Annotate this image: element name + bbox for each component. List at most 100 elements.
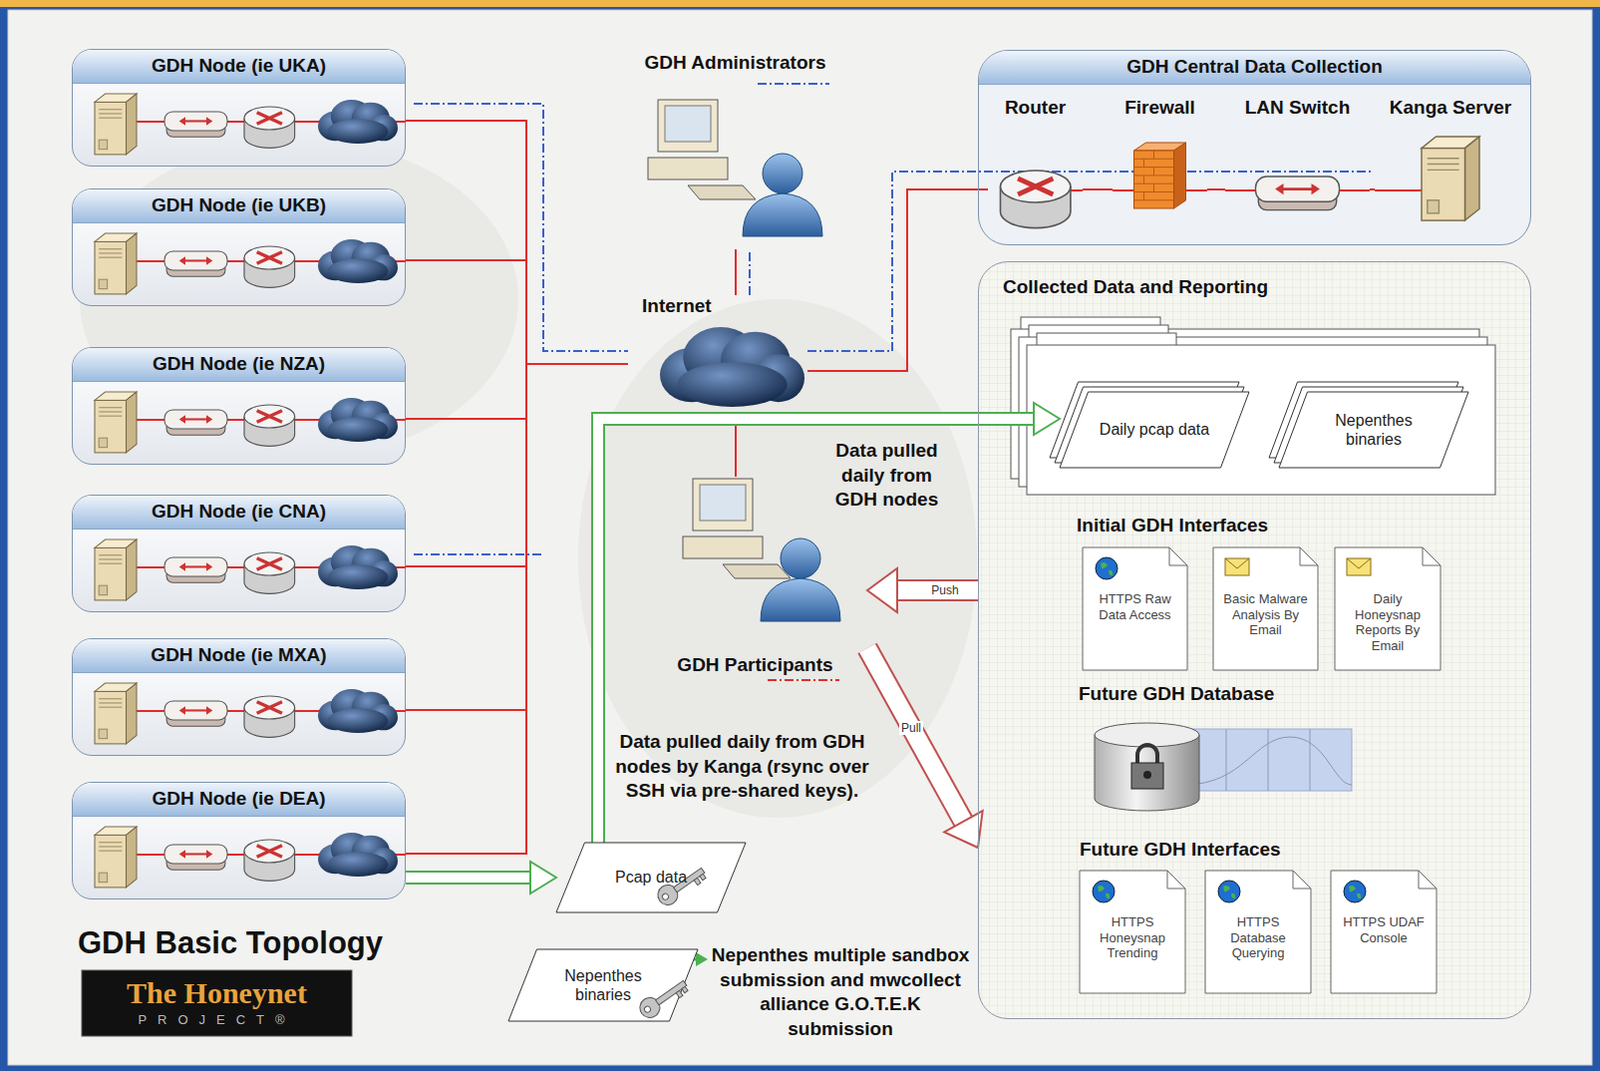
participant-station: GDH Participants <box>642 476 868 676</box>
envelope-icon <box>1225 558 1250 576</box>
sheet-shape <box>1049 381 1240 458</box>
doc-shape <box>1334 547 1441 670</box>
internet-cloud: Internet <box>628 295 808 413</box>
note-label: Data pulled daily from GDH nodes <box>824 438 950 513</box>
network-link <box>807 189 988 371</box>
cloud-icon <box>318 688 398 733</box>
device-wire <box>1374 189 1451 192</box>
gdh-node: GDH Node (ie MXA) <box>71 638 406 756</box>
key-icon <box>636 974 691 1022</box>
switch-icon <box>164 409 228 435</box>
doc-fold <box>1169 547 1188 566</box>
cloud-icon <box>318 397 398 442</box>
globe-icon <box>1218 880 1241 903</box>
node-wire <box>112 709 406 712</box>
server-icon <box>94 682 137 744</box>
reporting-panel: Collected Data and ReportingDaily pcap d… <box>977 261 1532 1019</box>
data-flow-arrow <box>598 402 1060 843</box>
node-text: Basic Malware Analysis By Email <box>1213 547 1318 644</box>
sheet-shape <box>1054 386 1245 463</box>
person-icon <box>742 153 823 237</box>
node-text: Nepenthes binaries <box>1279 410 1469 449</box>
data-sheet: Nepenthes binaries <box>508 949 698 1021</box>
node-text: GDH Node (ie NZA) <box>72 347 405 382</box>
node-text: HTTPS UDAF Console <box>1330 870 1437 952</box>
firewall-device: Firewall <box>1112 96 1208 227</box>
node-art <box>1279 391 1469 468</box>
interface-doc: HTTPS Honeysnap Trending <box>1079 870 1186 993</box>
router-icon <box>244 404 296 446</box>
router-icon <box>244 106 296 148</box>
server-icon <box>94 391 137 453</box>
network-link <box>405 260 629 364</box>
gdh-node: GDH Node (ie UKB) <box>71 188 406 307</box>
interface-doc: Daily Honeysnap Reports By Email <box>1334 547 1441 670</box>
switch-icon <box>164 557 228 583</box>
network-link <box>405 363 629 419</box>
network-link <box>1082 189 1113 191</box>
doc-fold <box>1167 870 1186 889</box>
server-icon <box>94 539 137 601</box>
node-wire <box>112 120 406 123</box>
panel-fill <box>977 49 1532 246</box>
note-label: Data pulled daily from GDH nodes by Kang… <box>610 729 875 804</box>
globe-icon <box>1095 557 1118 580</box>
node-text: Collected Data and Reporting <box>978 262 1531 299</box>
admin-link <box>413 83 1374 555</box>
computer-icon <box>682 478 791 579</box>
computer-icon <box>647 99 756 200</box>
doc-shape <box>1205 870 1311 993</box>
device-wire <box>1035 189 1084 192</box>
node-text: Future GDH Database <box>1072 682 1362 705</box>
node-text: HTTPS Honeysnap Trending <box>1079 870 1186 967</box>
node-text: Router <box>987 96 1083 119</box>
node-text: Internet <box>628 295 808 318</box>
network-link <box>1369 189 1375 191</box>
data-flow-arrow <box>405 861 557 894</box>
panel-fill <box>977 261 1532 1019</box>
node-text: GDH Administrators <box>618 51 853 74</box>
router-icon <box>244 695 296 737</box>
server-icon <box>94 233 137 295</box>
participant-link <box>767 678 840 681</box>
data-sheet: Daily pcap data <box>1059 391 1250 468</box>
network-link <box>735 249 737 296</box>
node-art <box>618 51 853 250</box>
person-icon <box>760 538 841 622</box>
node-text: GDH Node (ie MXA) <box>72 639 405 673</box>
node-art <box>642 476 868 676</box>
node-text: HTTPS Raw Data Access <box>1082 547 1188 629</box>
doc-fold <box>1422 547 1441 566</box>
cloud-icon <box>659 326 805 407</box>
device-wire <box>1112 189 1208 192</box>
node-art <box>508 949 698 1021</box>
device-wire <box>1225 189 1370 192</box>
node-text: GDH Node (ie CNA) <box>72 495 405 530</box>
globe-icon <box>1343 880 1366 903</box>
node-text: Pcap data <box>581 867 721 887</box>
router-icon <box>244 552 296 594</box>
interface-doc: Basic Malware Analysis By Email <box>1213 547 1318 670</box>
network-link <box>1207 189 1226 191</box>
note-label: PROJECT® <box>81 1011 352 1027</box>
doc-shape <box>1330 870 1437 993</box>
interface-doc: HTTPS Raw Data Access <box>1082 547 1188 670</box>
edge-label: Push <box>929 583 960 598</box>
node-text: GDH Central Data Collection <box>978 50 1531 85</box>
doc-shape <box>1213 547 1318 670</box>
node-wire <box>112 853 406 856</box>
sheet-shape <box>508 949 698 1021</box>
node-text: GDH Node (ie UKB) <box>72 189 405 224</box>
small-arrow <box>661 952 708 966</box>
data-flow-arrow <box>867 647 983 848</box>
switch-icon <box>164 844 228 870</box>
data-flow-arrow <box>867 568 978 613</box>
node-wire <box>112 260 406 263</box>
node-text: Firewall <box>1112 96 1208 119</box>
router-icon <box>1000 170 1071 229</box>
node-wire <box>112 566 406 569</box>
data-sheet: Pcap data <box>556 842 746 913</box>
canvas <box>7 9 1593 1065</box>
sheet-shape <box>556 842 746 913</box>
